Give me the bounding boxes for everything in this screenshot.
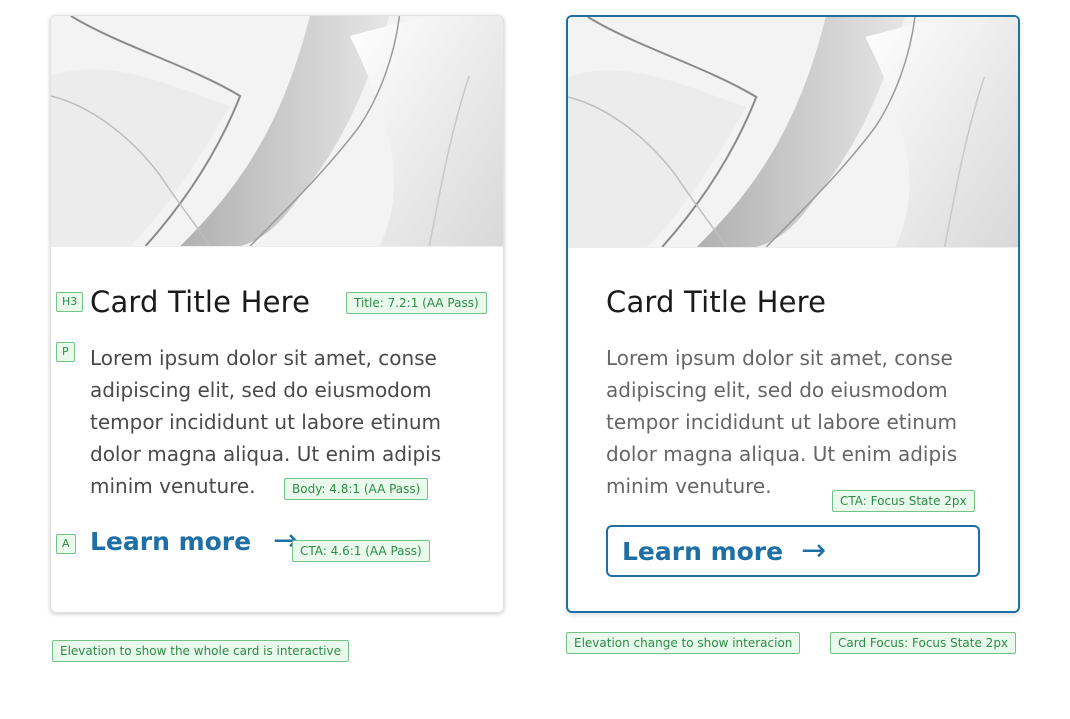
title-contrast-annotation: Title: 7.2:1 (AA Pass) bbox=[346, 292, 487, 314]
card-image bbox=[51, 16, 503, 247]
card-focus-state[interactable]: Card Title Here Lorem ipsum dolor sit am… bbox=[566, 15, 1020, 613]
crumpled-fabric-image bbox=[568, 17, 1018, 247]
p-tag: P bbox=[56, 342, 75, 362]
elevation-change-caption: Elevation change to show interacion bbox=[566, 632, 801, 654]
learn-more-label: Learn more bbox=[622, 536, 784, 566]
learn-more-label: Learn more bbox=[90, 526, 252, 556]
card-body-text: Lorem ipsum dolor sit amet, conse adipis… bbox=[90, 346, 442, 498]
card-default[interactable]: Card Title Here Lorem ipsum dolor sit am… bbox=[50, 15, 504, 613]
learn-more-link-focused[interactable]: Learn more → bbox=[606, 525, 980, 577]
h3-tag: H3 bbox=[56, 292, 84, 312]
card-body-text: Lorem ipsum dolor sit amet, conse adipis… bbox=[606, 346, 958, 498]
card-title: Card Title Here bbox=[90, 285, 311, 319]
crumpled-fabric-image bbox=[51, 16, 503, 246]
card-title: Card Title Here bbox=[606, 285, 827, 319]
card-image bbox=[568, 17, 1018, 248]
cta-contrast-annotation: CTA: 4.6:1 (AA Pass) bbox=[292, 540, 430, 562]
card-focus-caption: Card Focus: Focus State 2px bbox=[830, 632, 1017, 654]
cta-focus-annotation: CTA: Focus State 2px bbox=[832, 490, 975, 512]
a-tag: A bbox=[56, 534, 76, 554]
learn-more-link[interactable]: Learn more → bbox=[90, 526, 298, 556]
elevation-caption: Elevation to show the whole card is inte… bbox=[52, 640, 349, 662]
body-contrast-annotation: Body: 4.8:1 (AA Pass) bbox=[284, 478, 429, 500]
arrow-right-icon: → bbox=[801, 533, 827, 568]
